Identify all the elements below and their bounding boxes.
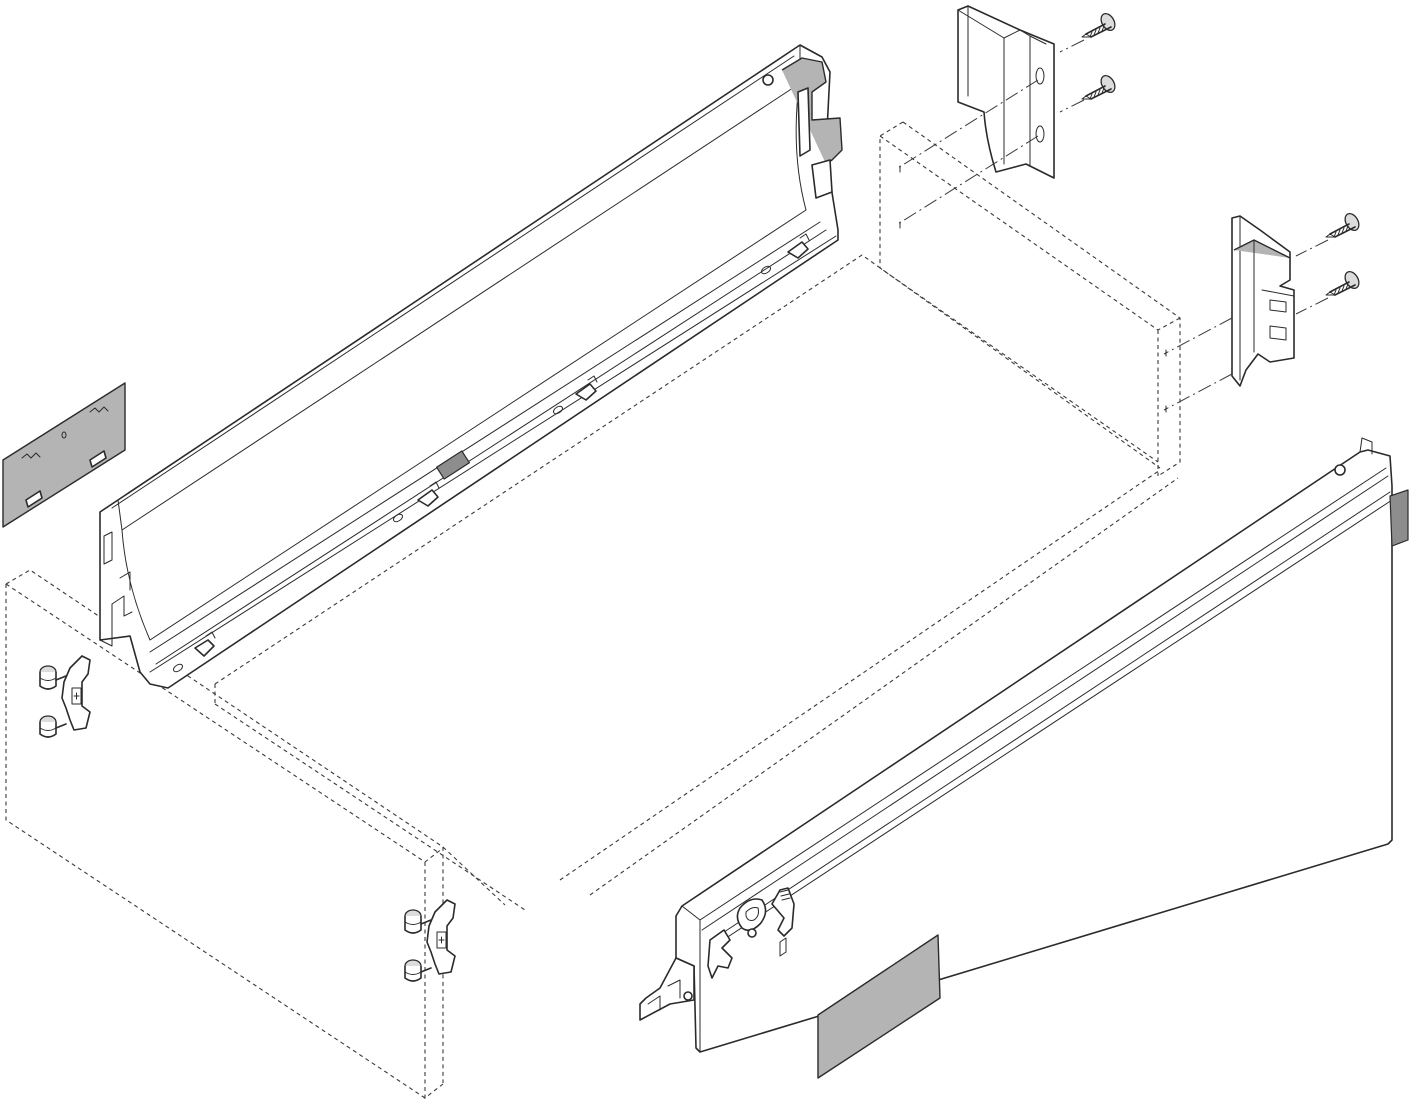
right-drawer-side xyxy=(639,437,1409,1053)
fixing-screw xyxy=(1325,268,1363,296)
front-fixing-bracket xyxy=(404,899,456,982)
fixing-screw xyxy=(1081,72,1119,100)
drawer-bottom-outline xyxy=(214,254,1179,911)
rear-fixing-bracket-right xyxy=(1231,215,1295,387)
fixing-screw xyxy=(1325,210,1363,238)
fixing-screw xyxy=(1081,10,1119,38)
assembly-axis-lines xyxy=(897,39,1329,413)
rail-clip xyxy=(575,375,598,401)
rail-clip xyxy=(787,233,810,259)
rail-clip xyxy=(194,631,216,657)
back-panel-outline xyxy=(879,121,1181,477)
cover-cap-left xyxy=(2,382,126,528)
front-fixing-bracket xyxy=(39,655,91,738)
left-drawer-side xyxy=(99,44,843,689)
rear-fixing-bracket-left xyxy=(957,5,1055,179)
front-panel-outline xyxy=(5,569,506,1100)
cover-cap-right xyxy=(817,934,941,1079)
rail-clip xyxy=(417,481,440,507)
